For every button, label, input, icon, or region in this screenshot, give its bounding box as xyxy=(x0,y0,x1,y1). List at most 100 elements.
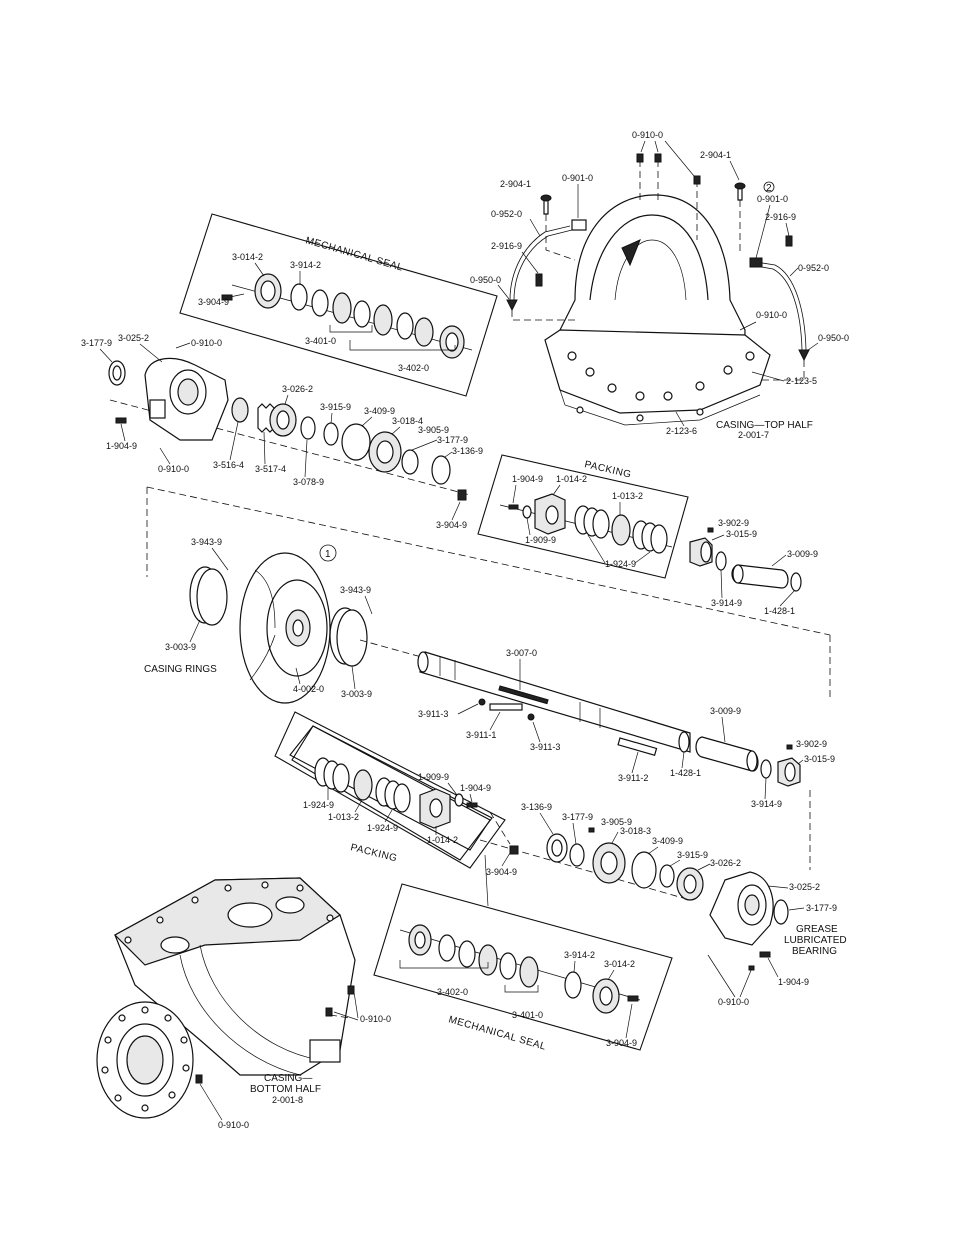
callout-3-025-2-b: 3-025-2 xyxy=(789,882,820,892)
callout-3-915-9-a: 3-915-9 xyxy=(320,402,351,412)
callout-3-014-2: 3-014-2 xyxy=(232,252,263,262)
callout-3-914-2: 3-914-2 xyxy=(290,260,321,270)
callout-3-943-9-a: 3-943-9 xyxy=(191,537,222,547)
callout-3-915-9-b: 3-915-9 xyxy=(677,850,708,860)
callout-1-014-2-a: 1-014-2 xyxy=(556,474,587,484)
packing-rings-bottom xyxy=(314,757,411,813)
packing-bottom-title: PACKING xyxy=(349,842,398,864)
casing-bottom-label-2: BOTTOM HALF xyxy=(250,1084,321,1095)
callout-3-914-9-b: 3-914-9 xyxy=(751,799,782,809)
bottom-flange-holes xyxy=(124,881,334,944)
shaft-3-007-0 xyxy=(419,651,691,753)
callout-3-177-9-d: 3-177-9 xyxy=(806,903,837,913)
callout-0-910-0-d: 0-910-0 xyxy=(718,997,749,1007)
callout-0-910-0-casing: 0-910-0 xyxy=(756,310,787,320)
casing-top-half-group: 0-910-0 2-904-1 2-904-1 0-901-0 2 0-901-… xyxy=(470,130,849,440)
callout-2-904-1-right: 2-904-1 xyxy=(700,150,731,160)
callout-0-950-0-right: 0-950-0 xyxy=(818,333,849,343)
callout-1-904-9-c: 1-904-9 xyxy=(460,783,491,793)
callout-1-924-9-a: 1-924-9 xyxy=(605,559,636,569)
callout-3-177-9-b: 3-177-9 xyxy=(437,435,468,445)
callout-0-910-0-b: 0-910-0 xyxy=(191,338,222,348)
mechanical-seal-bottom-group: MECHANICAL SEAL 3-914-2 3-014-2 3-402-0 … xyxy=(373,883,673,1053)
impeller-group: 1 3-943-9 3-943-9 3-003-9 CASING RINGS 4… xyxy=(144,486,831,704)
callout-3-026-2-a: 3-026-2 xyxy=(282,384,313,394)
callout-1-013-2-b: 1-013-2 xyxy=(328,812,359,822)
sleeve-nut-bottom-group: 3-009-9 1-428-1 3-902-9 3-015-9 3-914-9 xyxy=(670,706,835,809)
grease-label-1: GREASE xyxy=(796,924,838,935)
callout-0-950-0-left: 0-950-0 xyxy=(470,275,501,285)
callout-3-401-0-b: 3-401-0 xyxy=(512,1010,543,1020)
grease-label-2: LUBRICATED xyxy=(784,935,847,946)
callout-3-177-9-c: 3-177-9 xyxy=(562,812,593,822)
callout-3-902-9-b: 3-902-9 xyxy=(796,739,827,749)
callout-3-517-4: 3-517-4 xyxy=(255,464,286,474)
seal-cap-3-177-9-b xyxy=(773,899,789,925)
callout-1-428-1-b: 1-428-1 xyxy=(670,768,701,778)
callout-0-901-0-left: 0-901-0 xyxy=(562,173,593,183)
callout-2-904-1-left: 2-904-1 xyxy=(500,179,531,189)
sleeve-nut-top-group: 3-902-9 3-015-9 3-009-9 3-914-9 1-428-1 xyxy=(689,518,818,616)
callout-3-914-9-a: 3-914-9 xyxy=(711,598,742,608)
packing-top-box xyxy=(477,454,689,579)
callout-1-904-9-b: 1-904-9 xyxy=(512,474,543,484)
callout-3-911-3-b: 3-911-3 xyxy=(530,742,560,752)
casing-rings-label: CASING RINGS xyxy=(144,664,217,675)
callout-3-078-9: 3-078-9 xyxy=(293,477,324,487)
packing-bottom-group: PACKING 1-909-9 1-904-9 1-924-9 1-013-2 … xyxy=(274,711,506,869)
nozzle-bolt-holes xyxy=(101,1006,190,1112)
callout-3-911-3-a: 3-911-3 xyxy=(418,709,448,719)
callout-3-177-9-a: 3-177-9 xyxy=(81,338,112,348)
callout-0-910-0-f: 0-910-0 xyxy=(218,1120,249,1130)
packing-bottom-box xyxy=(274,711,506,869)
packing-top-title: PACKING xyxy=(583,459,632,480)
circle-1-marker: 1 xyxy=(325,549,331,560)
casing-top-flange xyxy=(544,329,771,414)
callout-3-409-9-b: 3-409-9 xyxy=(652,836,683,846)
callout-2-123-5: 2-123-5 xyxy=(786,376,817,386)
callout-3-904-9-a: 3-904-9 xyxy=(198,297,229,307)
outboard-bearing-group: 3-136-9 3-177-9 3-905-9 3-018-3 3-409-9 … xyxy=(479,790,847,1007)
inboard-bearing-group: 3-177-9 3-025-2 0-910-0 1-904-9 0-910-0 … xyxy=(81,333,483,530)
circle-2-marker: 2 xyxy=(766,183,772,194)
casing-bottom-half-group: 0-910-0 CASING— BOTTOM HALF 2-001-8 0-91… xyxy=(96,877,391,1130)
callout-3-904-9-d: 3-904-9 xyxy=(606,1038,637,1048)
callout-0-910-0-c: 0-910-0 xyxy=(158,464,189,474)
casing-top-half-number: 2-001-7 xyxy=(738,430,769,440)
seal-gland-part xyxy=(254,273,282,309)
callout-3-014-2-b: 3-014-2 xyxy=(604,959,635,969)
callout-4-002-0: 4-002-0 xyxy=(293,684,324,694)
callout-3-902-9-a: 3-902-9 xyxy=(718,518,749,528)
callout-3-905-9-a: 3-905-9 xyxy=(418,425,449,435)
casing-bottom-label-1: CASING— xyxy=(264,1073,312,1084)
callout-3-136-9-b: 3-136-9 xyxy=(521,802,552,812)
callout-3-409-9-a: 3-409-9 xyxy=(364,406,395,416)
callout-3-026-2-b: 3-026-2 xyxy=(710,858,741,868)
callout-3-003-9-a: 3-003-9 xyxy=(165,642,196,652)
callout-3-025-2-a: 3-025-2 xyxy=(118,333,149,343)
callout-2-916-9-right: 2-916-9 xyxy=(765,212,796,222)
grease-label-3: BEARING xyxy=(792,946,837,957)
callout-3-904-9-b: 3-904-9 xyxy=(436,520,467,530)
callout-3-009-9-b: 3-009-9 xyxy=(710,706,741,716)
callout-0-910-0-top: 0-910-0 xyxy=(632,130,663,140)
callout-3-009-9-a: 3-009-9 xyxy=(787,549,818,559)
shaft-sleeve-3-009-9-a xyxy=(731,564,789,589)
callout-1-904-9-a: 1-904-9 xyxy=(106,441,137,451)
callout-3-905-9-b: 3-905-9 xyxy=(601,817,632,827)
impeller-4-002-0 xyxy=(239,552,331,704)
shaft-key-3-911-2 xyxy=(617,737,658,756)
callout-1-904-9-d: 1-904-9 xyxy=(778,977,809,987)
casing-ring-3-003-9-left xyxy=(189,566,228,626)
callout-3-516-4: 3-516-4 xyxy=(213,460,244,470)
casing-ring-3-003-9-right xyxy=(329,607,368,667)
callout-3-015-9-b: 3-015-9 xyxy=(804,754,835,764)
callout-1-428-1-a: 1-428-1 xyxy=(764,606,795,616)
callout-0-901-0-right: 0-901-0 xyxy=(757,194,788,204)
callout-3-018-4: 3-018-4 xyxy=(392,416,423,426)
casing-top-half-label: CASING—TOP HALF xyxy=(716,420,813,431)
mechanical-seal-bottom-box xyxy=(373,883,673,1051)
callout-2-916-9-left: 2-916-9 xyxy=(491,241,522,251)
callout-3-015-9-a: 3-015-9 xyxy=(726,529,757,539)
